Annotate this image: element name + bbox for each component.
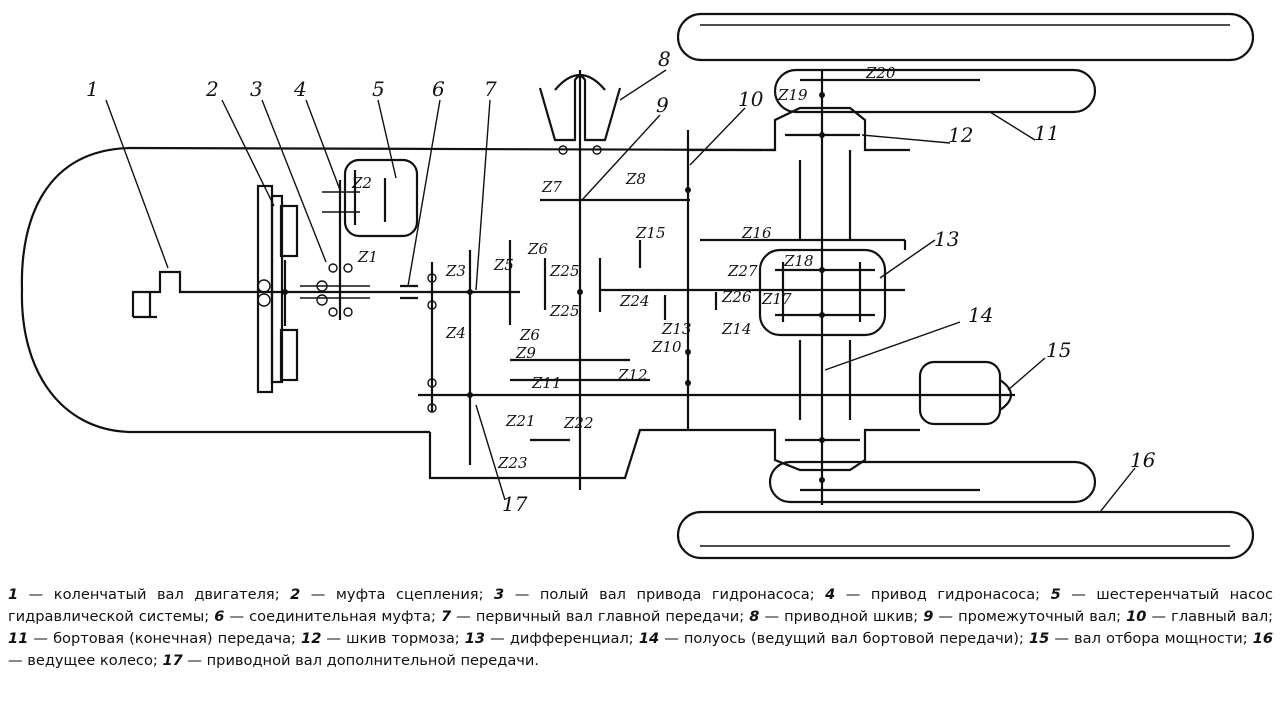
legend-item-2: 2 — муфта сцепления; xyxy=(290,586,484,603)
gear-z23: Z23 xyxy=(497,454,528,472)
drive-pulley xyxy=(538,70,622,490)
callout-5: 5 xyxy=(372,77,385,101)
primary-shaft xyxy=(418,250,800,465)
callout-7: 7 xyxy=(484,77,497,101)
callout-11: 11 xyxy=(1034,121,1059,145)
callout-9: 9 xyxy=(656,93,669,117)
legend-item-9: 9 — промежуточный вал; xyxy=(923,608,1122,625)
legend-item-15: 15 — вал отбора мощности; xyxy=(1028,630,1248,647)
gear-z24: Z24 xyxy=(619,292,650,310)
gear-z17: Z17 xyxy=(761,290,792,308)
legend-item-12: 12 — шкив тормоза; xyxy=(301,630,460,647)
gear-z15: Z15 xyxy=(635,224,666,242)
gear-z1: Z1 xyxy=(357,248,378,266)
gear-z16: Z16 xyxy=(741,224,772,242)
gearbox-housing xyxy=(20,106,920,480)
legend-item-13: 13 — дифференциал; xyxy=(464,630,634,647)
legend-item-10: 10 — главный вал; xyxy=(1126,608,1274,625)
callout-3: 3 xyxy=(250,77,263,101)
figure-caption: 1 — коленчатый вал двигателя; 2 — муфта … xyxy=(8,584,1273,672)
gear-z27: Z27 xyxy=(727,262,758,280)
kinematic-diagram: 1 2 3 4 5 6 7 8 9 10 11 12 13 14 15 16 1… xyxy=(20,12,1255,560)
gear-z14: Z14 xyxy=(721,320,752,338)
legend-item-16: 16 — ведущее колесо; xyxy=(8,630,1274,669)
callouts: 1 2 3 4 5 6 7 8 9 10 11 12 13 14 15 16 1… xyxy=(86,47,1156,516)
gear-z2: Z2 xyxy=(351,174,372,192)
callout-17: 17 xyxy=(502,492,528,516)
gear-z3: Z3 xyxy=(445,262,466,280)
gear-z11: Z11 xyxy=(531,374,562,392)
gear-z21: Z21 xyxy=(505,412,536,430)
callout-6: 6 xyxy=(432,77,445,101)
gear-z10: Z10 xyxy=(651,338,682,356)
callout-4: 4 xyxy=(293,77,307,101)
final-drive-lower xyxy=(768,460,1097,504)
clutch xyxy=(255,184,418,394)
legend-item-17: 17 — приводной вал дополнительной переда… xyxy=(162,652,540,669)
legend-item-1: 1 — коленчатый вал двигателя; xyxy=(8,586,280,603)
legend-item-7: 7 — первичный вал главной передачи; xyxy=(440,608,745,625)
pto-shaft xyxy=(800,360,1015,426)
callout-1: 1 xyxy=(86,77,99,101)
gear-z12: Z12 xyxy=(617,366,648,384)
callout-13: 13 xyxy=(934,227,959,251)
gear-z6a: Z6 xyxy=(527,240,548,258)
final-drive-upper xyxy=(773,68,1097,114)
gear-z4: Z4 xyxy=(445,324,466,342)
pump-drive xyxy=(316,158,419,320)
callout-16: 16 xyxy=(1130,448,1156,472)
legend-item-4: 4 — привод гидронасоса; xyxy=(825,586,1041,603)
gear-z9: Z9 xyxy=(515,344,536,362)
gear-z25b: Z25 xyxy=(549,302,580,320)
legend-item-8: 8 — приводной шкив; xyxy=(749,608,919,625)
gear-z19: Z19 xyxy=(777,86,808,104)
callout-15: 15 xyxy=(1046,338,1071,362)
callout-2: 2 xyxy=(205,77,219,101)
gear-z26: Z26 xyxy=(721,288,752,306)
coupling xyxy=(400,284,418,300)
callout-8: 8 xyxy=(658,47,671,71)
gear-block-left xyxy=(508,198,718,442)
gear-z18: Z18 xyxy=(783,252,814,270)
leader-lines xyxy=(105,69,1136,513)
callout-14: 14 xyxy=(968,303,993,327)
upper-track xyxy=(676,12,1255,62)
legend-item-6: 6 — соединительная муфта; xyxy=(214,608,436,625)
crankshaft xyxy=(131,270,255,319)
gear-z22: Z22 xyxy=(563,414,594,432)
gear-labels: Z1 Z2 Z3 Z4 Z5 Z6 Z6 Z7 Z8 Z9 Z10 Z11 Z1… xyxy=(351,64,896,472)
gear-z7: Z7 xyxy=(541,178,562,196)
callout-10: 10 xyxy=(738,87,764,111)
shaft-joints xyxy=(282,92,825,483)
legend-item-3: 3 — полый вал привода гидронасоса; xyxy=(494,586,815,603)
legend-item-5: 5 — шестеренчатый насос гидравлической с… xyxy=(8,586,1274,625)
gear-z13: Z13 xyxy=(661,320,692,338)
legend-item-11: 11 — бортовая (конечная) передача; xyxy=(8,630,296,647)
gear-z6b: Z6 xyxy=(519,326,540,344)
lower-track xyxy=(676,510,1255,560)
gear-z20: Z20 xyxy=(865,64,896,82)
legend-item-14: 14 — полуось (ведущий вал бортовой перед… xyxy=(638,630,1024,647)
gear-z25a: Z25 xyxy=(549,262,580,280)
gear-z5: Z5 xyxy=(493,256,514,274)
callout-12: 12 xyxy=(948,123,973,147)
gear-z8: Z8 xyxy=(625,170,646,188)
